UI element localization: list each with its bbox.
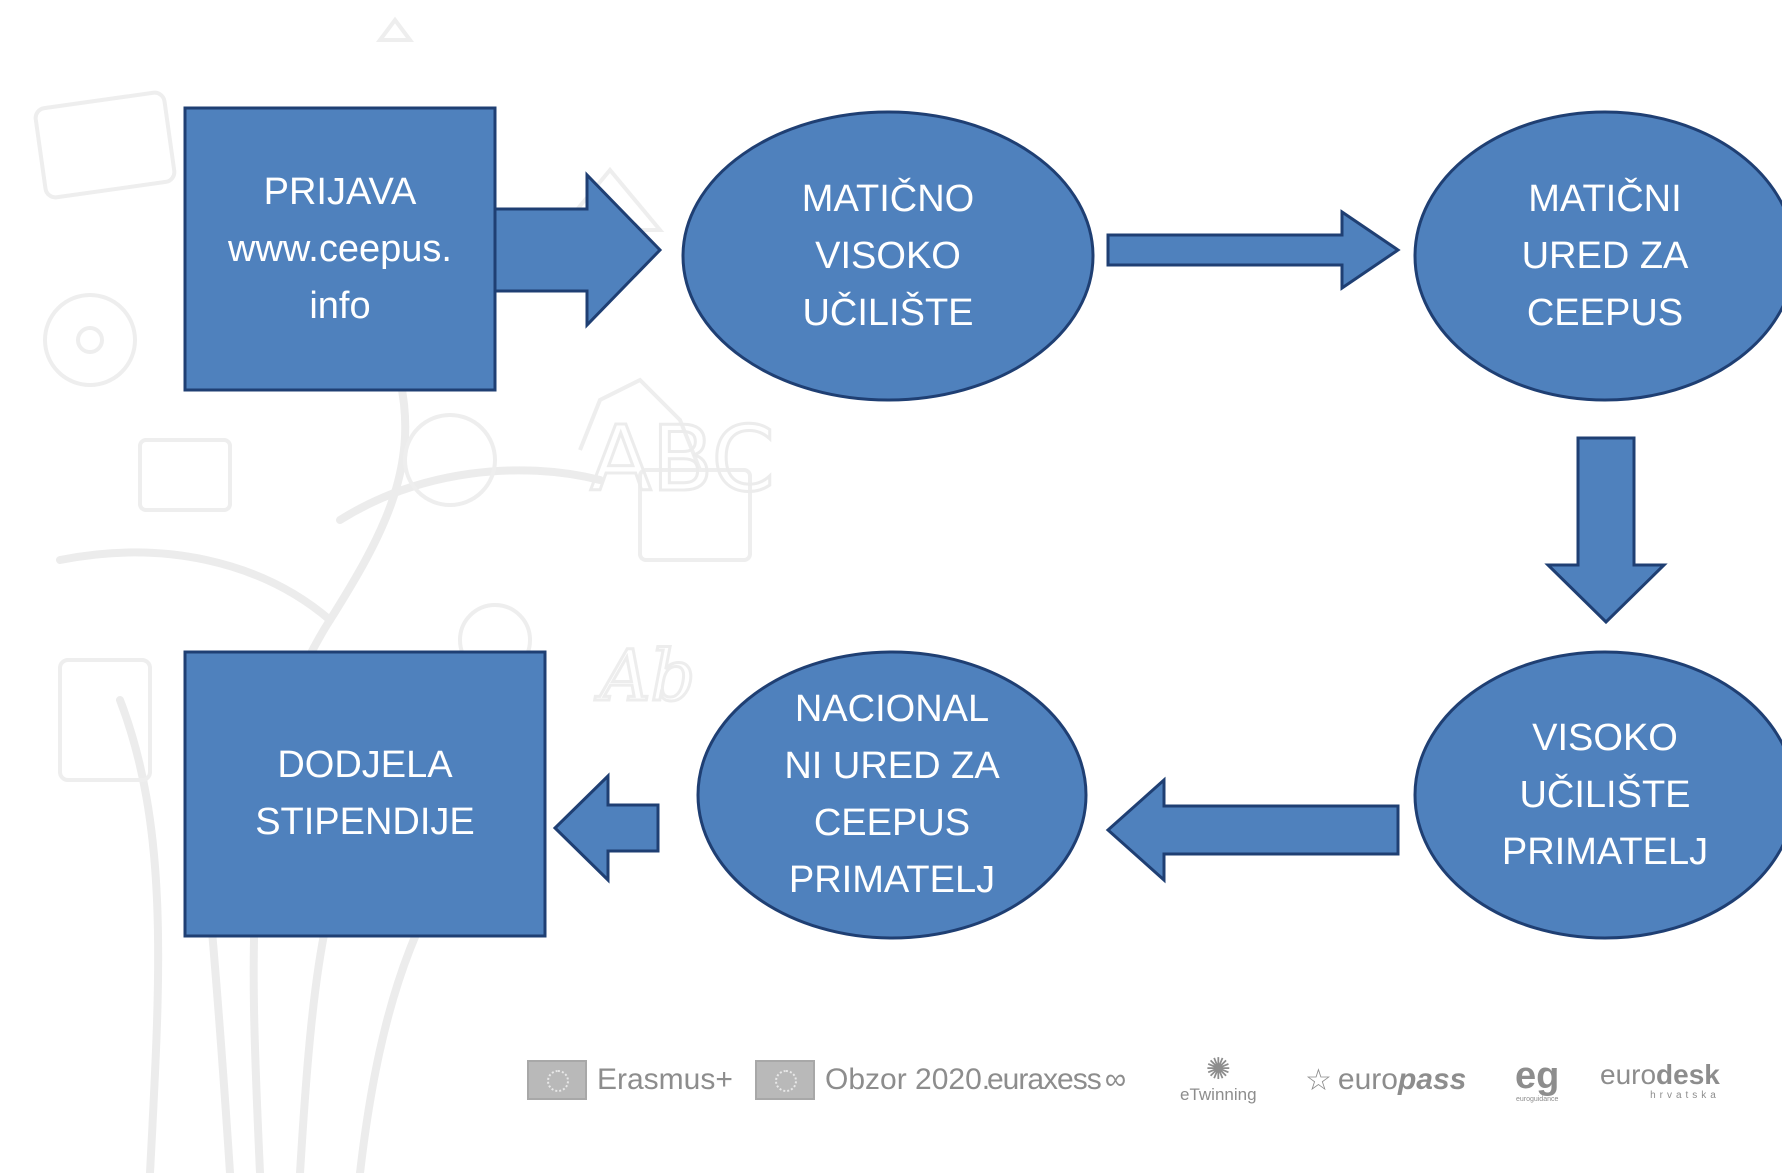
node-maticni-ured-line-1: MATIČNI bbox=[1528, 177, 1682, 220]
node-primatelj-ellipse bbox=[1413, 650, 1782, 940]
europass-logo-suffix: pass bbox=[1397, 1063, 1467, 1096]
node-maticni-ured-ellipse bbox=[1413, 110, 1782, 402]
eu-flag-icon bbox=[527, 1060, 587, 1100]
node-prijava-line-2: www.ceepus. bbox=[228, 227, 452, 270]
node-prijava-line-1: PRIJAVA bbox=[263, 170, 417, 213]
node-prijava-box bbox=[183, 106, 497, 392]
svg-text:ABC: ABC bbox=[590, 407, 775, 512]
eurodesk-logo-sub: hrvatska bbox=[1650, 1090, 1720, 1101]
erasmus-logo-text: Erasmus+ bbox=[597, 1063, 733, 1096]
euroguidance-logo-text: euroguidance bbox=[1515, 1096, 1559, 1103]
europass-star-icon: ☆ bbox=[1305, 1063, 1332, 1097]
node-nacionalni-line-3: CEEPUS bbox=[813, 802, 971, 844]
node-maticni-ured-line-3: CEEPUS bbox=[1526, 291, 1684, 334]
node-nacionalni-line-2: NI URED ZA bbox=[784, 745, 1000, 787]
node-nacionalni-line-4: PRIMATELJ bbox=[788, 859, 996, 901]
node-primatelj-line-3: PRIMATELJ bbox=[1501, 830, 1709, 873]
node-prijava-line-3: info bbox=[309, 284, 371, 327]
node-maticni-ured: MATIČNI URED ZA CEEPUS bbox=[1415, 112, 1782, 400]
euroguidance-logo: eg euroguidance bbox=[1515, 1045, 1559, 1115]
arrow-nacionalni-to-dodjela bbox=[552, 772, 660, 884]
node-nacionalni-ured: NACIONAL NI URED ZA CEEPUS PRIMATELJ bbox=[697, 652, 1087, 938]
svg-text:Ab: Ab bbox=[594, 635, 695, 717]
node-primatelj-line-1: VISOKO bbox=[1532, 716, 1678, 759]
node-dodjela: DODJELA STIPENDIJE bbox=[185, 652, 545, 936]
node-visoko-uciliste-primatelj: VISOKO UČILIŠTE PRIMATELJ bbox=[1415, 652, 1782, 938]
node-primatelj-line-2: UČILIŠTE bbox=[1519, 773, 1691, 816]
node-maticno-ellipse bbox=[681, 110, 1095, 402]
node-maticno-line-1: MATIČNO bbox=[801, 177, 975, 220]
footer-logo-strip: Erasmus+ Obzor 2020. euraxess ∞ ✺ eTwinn… bbox=[525, 1045, 1765, 1115]
arrow-primatelj-to-nacionalni bbox=[1105, 776, 1400, 884]
euroguidance-eg-icon: eg bbox=[1515, 1055, 1560, 1097]
etwinning-figure-icon: ✺ bbox=[1205, 1053, 1231, 1086]
europass-logo-prefix: euro bbox=[1337, 1063, 1398, 1096]
obzor-logo: Obzor 2020. bbox=[755, 1045, 990, 1115]
eurodesk-logo: eurodesk hrvatska bbox=[1600, 1045, 1720, 1115]
node-maticni-ured-line-2: URED ZA bbox=[1521, 234, 1689, 277]
node-maticno-visoko-uciliste: MATIČNO VISOKO UČILIŠTE bbox=[683, 112, 1093, 400]
node-dodjela-box bbox=[183, 650, 547, 938]
eurodesk-logo-suffix: desk bbox=[1656, 1059, 1720, 1090]
node-nacionalni-ellipse bbox=[696, 650, 1088, 940]
node-maticno-line-3: UČILIŠTE bbox=[802, 291, 974, 334]
arrow-maticno-to-maticni-ured bbox=[1106, 209, 1401, 291]
etwinning-logo: ✺ eTwinning bbox=[1180, 1045, 1257, 1115]
euraxess-logo: euraxess ∞ bbox=[987, 1045, 1126, 1115]
eurodesk-logo-prefix: euro bbox=[1600, 1059, 1657, 1090]
node-maticno-line-2: VISOKO bbox=[815, 234, 961, 277]
eu-flag-icon bbox=[755, 1060, 815, 1100]
node-dodjela-line-2: STIPENDIJE bbox=[255, 801, 475, 843]
euraxess-infinity-icon: ∞ bbox=[1104, 1063, 1127, 1096]
node-prijava: PRIJAVA www.ceepus. info bbox=[185, 108, 495, 390]
arrow-maticni-ured-to-primatelj bbox=[1544, 436, 1668, 625]
node-dodjela-line-1: DODJELA bbox=[277, 744, 453, 786]
etwinning-logo-text: eTwinning bbox=[1180, 1085, 1257, 1104]
obzor-logo-text: Obzor 2020. bbox=[825, 1063, 991, 1096]
node-nacionalni-line-1: NACIONAL bbox=[794, 688, 990, 730]
euraxess-logo-text: euraxess bbox=[987, 1063, 1102, 1096]
arrow-prijava-to-maticno bbox=[493, 171, 663, 329]
erasmus-logo: Erasmus+ bbox=[527, 1045, 733, 1115]
